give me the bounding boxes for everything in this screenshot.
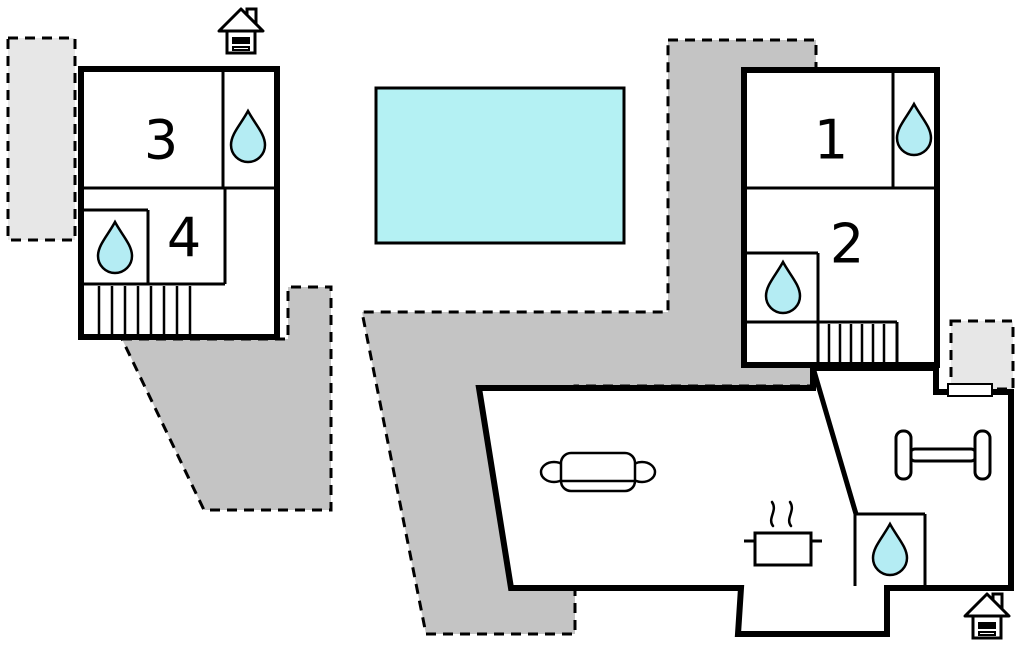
- steam-right: [787, 500, 794, 528]
- building-right: 1 2: [741, 67, 940, 368]
- building-right-walls: [744, 70, 937, 365]
- room-4-label: 4: [167, 207, 201, 270]
- dumbbell-bar: [908, 447, 978, 463]
- swimming-pool: [374, 86, 626, 245]
- living-diagonal-wall: [811, 370, 859, 515]
- kitchen-bath-walls: [853, 512, 927, 586]
- dumbbell-icon: [894, 429, 992, 481]
- building-left: 3 4: [78, 66, 280, 340]
- building-left-walls: [81, 69, 277, 286]
- house-icon-bottom: [963, 592, 1011, 640]
- pot-body: [753, 531, 813, 567]
- patio-right-dashed: [949, 319, 1015, 391]
- sofa-body: [559, 451, 637, 493]
- steam-left: [769, 500, 776, 528]
- patio-left-dashed: [6, 36, 77, 242]
- stove-icon: [744, 500, 822, 567]
- sofa-icon: [539, 451, 657, 493]
- door-opening: [947, 383, 993, 397]
- dumbbell-plate-right: [973, 429, 992, 481]
- room-3-label: 3: [144, 109, 178, 172]
- room-2-label: 2: [830, 213, 864, 276]
- building-left-outline: [78, 66, 280, 340]
- living-wing: [475, 365, 1014, 637]
- house-icon-top: [217, 7, 265, 55]
- stairs-left-icon: [97, 286, 192, 335]
- dumbbell-plate-left: [894, 429, 913, 481]
- stairs-right-icon: [827, 324, 886, 363]
- terrace-lower-left: [119, 285, 333, 512]
- room-1-label: 1: [814, 109, 848, 172]
